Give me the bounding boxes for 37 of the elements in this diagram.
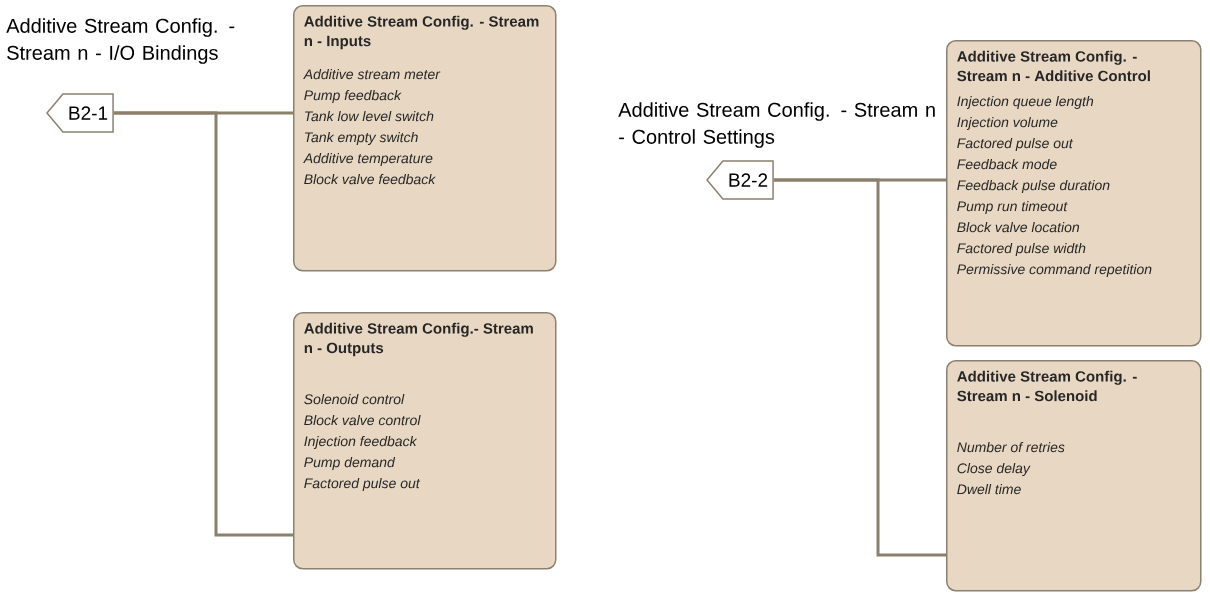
- list-item: Injection feedback: [304, 436, 418, 449]
- list-item: Block valve feedback: [304, 173, 436, 185]
- connector-line: [113, 111, 293, 537]
- list-item: Dwell time: [957, 484, 1021, 495]
- box-heading: Additive Stream Config. - Stream n - Additive Control: [957, 50, 1150, 82]
- tag-label: B2-1: [46, 93, 114, 133]
- config-box: [293, 312, 557, 570]
- list-item: Factored pulse out: [957, 137, 1074, 151]
- list-item: Additive temperature: [303, 152, 433, 166]
- list-item: Feedback mode: [957, 158, 1057, 170]
- list-item: Additive stream meter: [303, 68, 441, 80]
- list-item: Permissive command repetition: [957, 263, 1152, 277]
- list-item: Tank empty switch: [305, 131, 418, 145]
- list-item: Block valve location: [957, 221, 1080, 233]
- list-item: Solenoid control: [304, 394, 405, 405]
- list-item: Factored pulse out: [304, 478, 421, 491]
- heading-text: Additive Stream Config. - Stream n - I/O Bindings: [6, 18, 235, 64]
- heading-text: Additive Stream Config. - Stream n - Control Settings: [618, 102, 935, 148]
- list-item: Feedback pulse duration: [957, 179, 1110, 193]
- tag-label: B2-2: [706, 160, 774, 200]
- box-heading: Additive Stream Config.- Stream n - Outputs: [304, 322, 533, 357]
- box-heading: Additive Stream Config. - Stream n - Solenoid: [957, 370, 1137, 402]
- list-item: Injection queue length: [957, 95, 1094, 109]
- list-item: Block valve control: [304, 415, 421, 426]
- list-item: Pump feedback: [304, 89, 402, 103]
- config-box: [946, 40, 1202, 347]
- box-heading: Additive Stream Config. - Stream n - Inputs: [304, 15, 539, 50]
- list-item: Factored pulse width: [957, 242, 1086, 256]
- list-item: Close delay: [957, 463, 1031, 476]
- list-item: Pump demand: [304, 457, 396, 470]
- list-item: Number of retries: [957, 442, 1065, 453]
- list-item: Injection volume: [957, 116, 1058, 130]
- list-item: Pump run timeout: [957, 200, 1068, 214]
- config-box: [946, 360, 1202, 592]
- connector-line: [773, 178, 946, 557]
- config-box: [293, 5, 557, 272]
- list-item: Tank low level switch: [305, 110, 434, 122]
